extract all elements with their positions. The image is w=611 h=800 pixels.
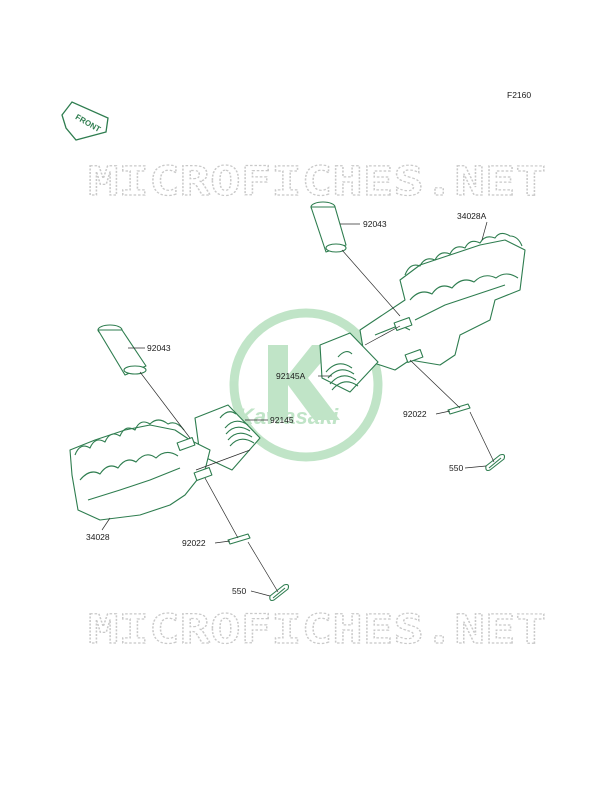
footpeg-left[interactable] (69, 419, 213, 521)
label-washer-right: 92022 (403, 409, 427, 419)
cotter-pin-right[interactable] (485, 453, 506, 472)
cotter-pin-left[interactable] (269, 583, 290, 602)
label-cotter-pin-right: 550 (449, 463, 463, 473)
label-cotter-pin-left: 550 (232, 586, 246, 596)
washer-right[interactable] (447, 403, 471, 415)
watermark-bottom: MICROFICHES.NET (88, 607, 546, 653)
watermark-top: MICROFICHES.NET (88, 159, 546, 205)
front-arrow-icon: FRONT (61, 101, 109, 141)
footpeg-right[interactable] (359, 232, 526, 371)
pin-left[interactable] (97, 324, 147, 376)
assembly-lines (139, 249, 495, 593)
kawasaki-logo: Kawasaki (229, 308, 383, 462)
figure-code: F2160 (507, 90, 531, 100)
pin-right[interactable] (310, 201, 347, 253)
label-footpeg-right: 34028A (457, 211, 487, 221)
spring-right[interactable] (319, 332, 379, 393)
label-pin-left: 92043 (147, 343, 171, 353)
label-spring-right: 92145A (276, 371, 306, 381)
kawasaki-logo-text: Kawasaki (238, 404, 339, 429)
label-footpeg-left: 34028 (86, 532, 110, 542)
label-pin-right: 92043 (363, 219, 387, 229)
washer-left[interactable] (227, 533, 251, 545)
label-leaders (101, 221, 488, 597)
label-spring-left: 92145 (270, 415, 294, 425)
label-washer-left: 92022 (182, 538, 206, 548)
